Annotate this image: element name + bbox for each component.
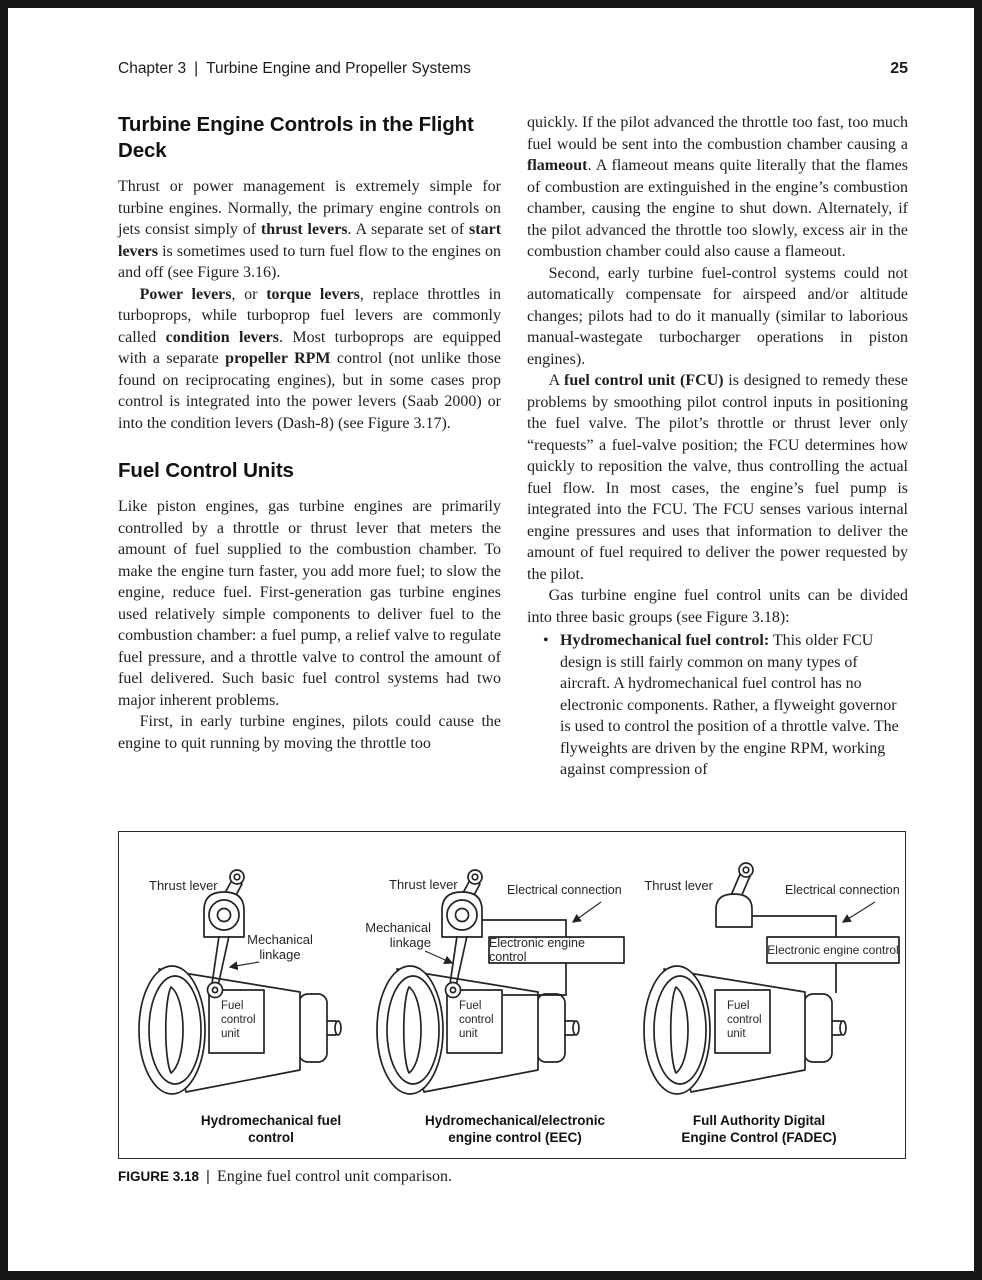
linkage-pointer-arrow xyxy=(424,950,454,965)
paragraph: quickly. If the pilot advanced the throt… xyxy=(527,114,908,260)
running-header: Chapter 3 | Turbine Engine and Propeller S… xyxy=(118,60,908,78)
fcu-box xyxy=(208,989,265,1054)
engine-icon xyxy=(376,965,580,1095)
lever-dome-base xyxy=(715,893,753,928)
paragraph: Thrust or power management is extremely … xyxy=(118,178,502,281)
lever-pivot-center xyxy=(216,907,232,923)
bullet-item: • Hydromechanical fuel control: This old… xyxy=(527,630,908,781)
page-number: 25 xyxy=(890,60,908,77)
eec-box xyxy=(766,936,900,964)
paragraph: A fuel control unit (FCU) is designed to… xyxy=(527,372,909,583)
mechanical-linkage-icon xyxy=(444,935,468,999)
thrust-lever-icon xyxy=(203,869,245,938)
figure-caption: FIGURE 3.18 | Engine fuel control unit c… xyxy=(118,1168,907,1186)
mechanical-linkage-label: Mechanical linkage xyxy=(365,920,431,950)
panel-caption: Full Authority Digital Engine Control (F… xyxy=(681,1113,837,1145)
chapter-number: Chapter 3 xyxy=(118,60,187,77)
thrust-lever-icon xyxy=(715,862,754,928)
chapter-title: Chapter 3 | Turbine Engine and Propeller S… xyxy=(118,60,471,78)
bullet-text: Hydromechanical fuel control: This older… xyxy=(560,632,899,778)
engine-rear-cylinder xyxy=(298,993,328,1063)
eec-box-label: Electronic engine control xyxy=(767,943,899,957)
eec-box xyxy=(488,936,625,964)
linkage-pointer-arrow xyxy=(228,961,260,971)
paragraph: Gas turbine engine fuel control units ca… xyxy=(527,587,908,626)
fcu-box xyxy=(714,989,771,1054)
left-column: Turbine Engine Controls in the Flight De… xyxy=(118,112,501,754)
header-separator: | xyxy=(194,60,199,77)
paragraph: Power levers, or torque levers, replace … xyxy=(118,285,502,432)
chapter-name: Turbine Engine and Propeller Systems xyxy=(206,60,471,77)
paragraph: Like piston engines, gas turbine engines… xyxy=(118,498,501,709)
electrical-connection-wire xyxy=(752,915,837,993)
engine-tail-tip xyxy=(334,1020,342,1036)
hydromechanical-diagram xyxy=(138,869,342,1095)
figure-panel-eec: Thrust lever Mechanical linkage Electric… xyxy=(357,832,637,1158)
figure-caption-text: Engine fuel control unit comparison. xyxy=(216,1168,452,1185)
fcu-label: Fuel control unit xyxy=(459,1000,494,1040)
right-column: quickly. If the pilot advanced the throt… xyxy=(527,112,908,781)
paragraph: First, in early turbine engines, pilots … xyxy=(118,713,501,752)
figure-caption-label: FIGURE 3.18 xyxy=(118,1169,200,1184)
thrust-lever-icon xyxy=(441,869,483,938)
mechanical-linkage-icon xyxy=(206,935,230,999)
electrical-connection-label: Electrical connection xyxy=(507,883,622,897)
thrust-lever-label: Thrust lever xyxy=(644,878,713,893)
section-heading-fuel-control-units: Fuel Control Units xyxy=(118,459,294,482)
fadec-diagram xyxy=(643,862,900,1095)
eec-diagram xyxy=(376,869,625,1095)
eec-box-label: Electronic engine control xyxy=(489,936,585,964)
figure-caption-separator: | xyxy=(206,1168,210,1185)
panel-caption: Hydromechanical/electronic engine contro… xyxy=(424,1113,606,1145)
thrust-lever-label: Thrust lever xyxy=(149,878,218,893)
engine-spinner xyxy=(164,986,184,1074)
mechanical-linkage-label: Mechanical linkage xyxy=(247,932,313,962)
electrical-pointer-arrow xyxy=(571,901,602,923)
section-heading-flight-deck: Turbine Engine Controls in the Flight De… xyxy=(118,113,474,162)
thrust-lever-label: Thrust lever xyxy=(389,877,458,892)
bullet-marker: • xyxy=(543,632,549,649)
paragraph: Second, early turbine fuel-control syste… xyxy=(527,264,908,368)
fcu-box xyxy=(446,989,503,1054)
fcu-label: Fuel control unit xyxy=(221,1000,256,1040)
lever-knob-center xyxy=(233,873,241,881)
figure-panel-fadec: Thrust lever Electrical connection Elect… xyxy=(637,832,905,1158)
figure-3-18: Thrust lever Mechanical linkage Fuel con… xyxy=(118,831,906,1159)
figure-panel-hydromechanical: Thrust lever Mechanical linkage Fuel con… xyxy=(119,832,357,1158)
electrical-connection-label: Electrical connection xyxy=(785,883,900,897)
fcu-label: Fuel control unit xyxy=(727,1000,762,1040)
panel-caption: Hydromechanical fuel control xyxy=(200,1113,342,1145)
electrical-pointer-arrow xyxy=(841,901,876,923)
